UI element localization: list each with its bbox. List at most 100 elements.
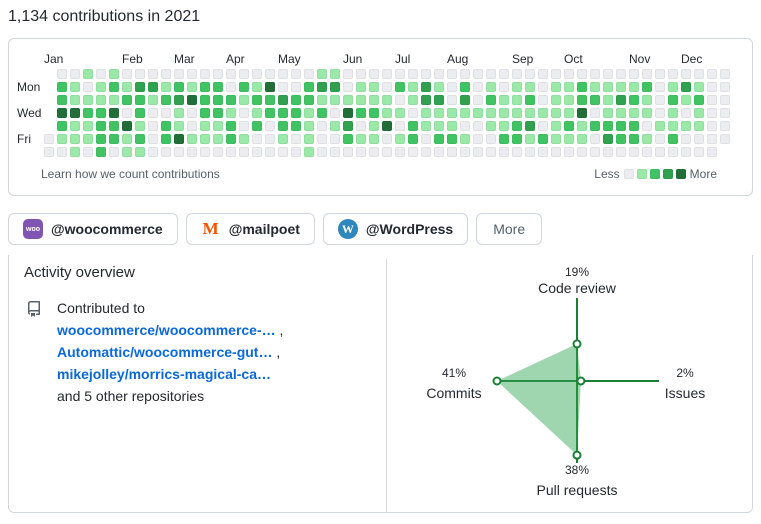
contribution-cell[interactable] (83, 134, 93, 144)
contribution-cell[interactable] (395, 69, 405, 79)
org-filter-wordpress-button[interactable]: W@WordPress (322, 213, 469, 245)
contribution-cell[interactable] (213, 121, 223, 131)
contribution-cell[interactable] (200, 134, 210, 144)
contribution-cell[interactable] (148, 147, 158, 157)
contribution-cell[interactable] (252, 95, 262, 105)
contribution-cell[interactable] (278, 108, 288, 118)
contribution-cell[interactable] (291, 69, 301, 79)
contribution-cell[interactable] (239, 82, 249, 92)
contribution-cell[interactable] (356, 108, 366, 118)
contribution-cell[interactable] (460, 95, 470, 105)
contribution-cell[interactable] (551, 82, 561, 92)
contribution-cell[interactable] (213, 134, 223, 144)
contribution-cell[interactable] (200, 147, 210, 157)
contribution-cell[interactable] (681, 108, 691, 118)
contribution-cell[interactable] (291, 134, 301, 144)
contribution-cell[interactable] (343, 69, 353, 79)
contribution-cell[interactable] (616, 82, 626, 92)
contribution-cell[interactable] (629, 82, 639, 92)
radar-dot-code-review[interactable] (572, 339, 582, 349)
contribution-cell[interactable] (57, 69, 67, 79)
contribution-cell[interactable] (304, 121, 314, 131)
contribution-cell[interactable] (44, 134, 54, 144)
contribution-cell[interactable] (642, 108, 652, 118)
contribution-cell[interactable] (707, 108, 717, 118)
contribution-cell[interactable] (343, 95, 353, 105)
contribution-cell[interactable] (681, 69, 691, 79)
contribution-cell[interactable] (382, 108, 392, 118)
contribution-cell[interactable] (668, 69, 678, 79)
contribution-cell[interactable] (629, 108, 639, 118)
contribution-cell[interactable] (187, 69, 197, 79)
contribution-cell[interactable] (330, 147, 340, 157)
contribution-cell[interactable] (577, 147, 587, 157)
contribution-cell[interactable] (109, 69, 119, 79)
contribution-cell[interactable] (70, 134, 80, 144)
contribution-cell[interactable] (655, 134, 665, 144)
contribution-cell[interactable] (213, 95, 223, 105)
contribution-cell[interactable] (122, 147, 132, 157)
contribution-cell[interactable] (538, 95, 548, 105)
contribution-cell[interactable] (603, 82, 613, 92)
contribution-cell[interactable] (590, 121, 600, 131)
contribution-cell[interactable] (304, 134, 314, 144)
contribution-cell[interactable] (70, 69, 80, 79)
contribution-cell[interactable] (226, 121, 236, 131)
contribution-cell[interactable] (226, 69, 236, 79)
contribution-cell[interactable] (707, 82, 717, 92)
contribution-cell[interactable] (395, 108, 405, 118)
contribution-cell[interactable] (239, 147, 249, 157)
contribution-cell[interactable] (70, 82, 80, 92)
contribution-cell[interactable] (57, 121, 67, 131)
contribution-cell[interactable] (96, 134, 106, 144)
contribution-cell[interactable] (317, 108, 327, 118)
contribution-cell[interactable] (499, 69, 509, 79)
contribution-cell[interactable] (109, 95, 119, 105)
contribution-cell[interactable] (174, 108, 184, 118)
contribution-cell[interactable] (96, 82, 106, 92)
contribution-cell[interactable] (538, 82, 548, 92)
contribution-cell[interactable] (577, 95, 587, 105)
contribution-cell[interactable] (83, 121, 93, 131)
contribution-cell[interactable] (135, 69, 145, 79)
contribution-cell[interactable] (395, 95, 405, 105)
contribution-cell[interactable] (330, 134, 340, 144)
contribution-cell[interactable] (148, 108, 158, 118)
contribution-cell[interactable] (486, 69, 496, 79)
contribution-cell[interactable] (135, 108, 145, 118)
contribution-cell[interactable] (603, 108, 613, 118)
contribution-cell[interactable] (668, 82, 678, 92)
contribution-cell[interactable] (239, 134, 249, 144)
contribution-cell[interactable] (356, 147, 366, 157)
contribution-cell[interactable] (356, 69, 366, 79)
contribution-cell[interactable] (317, 82, 327, 92)
contribution-cell[interactable] (707, 147, 717, 157)
contribution-cell[interactable] (564, 134, 574, 144)
contribution-cell[interactable] (174, 69, 184, 79)
contribution-cell[interactable] (239, 108, 249, 118)
contribution-cell[interactable] (590, 147, 600, 157)
contribution-cell[interactable] (174, 121, 184, 131)
contribution-cell[interactable] (525, 82, 535, 92)
contribution-cell[interactable] (395, 134, 405, 144)
repo-link[interactable]: mikejolley/morrics-magical-ca… (57, 366, 271, 382)
contribution-cell[interactable] (512, 95, 522, 105)
contribution-cell[interactable] (694, 108, 704, 118)
contribution-cell[interactable] (616, 134, 626, 144)
contribution-cell[interactable] (707, 134, 717, 144)
contribution-cell[interactable] (603, 134, 613, 144)
contribution-cell[interactable] (96, 121, 106, 131)
contribution-cell[interactable] (265, 121, 275, 131)
contribution-cell[interactable] (421, 69, 431, 79)
contribution-cell[interactable] (148, 134, 158, 144)
radar-dot-pull-requests[interactable] (572, 450, 582, 460)
contribution-cell[interactable] (616, 108, 626, 118)
contribution-cell[interactable] (512, 82, 522, 92)
contribution-cell[interactable] (369, 95, 379, 105)
contribution-cell[interactable] (668, 95, 678, 105)
contribution-cell[interactable] (122, 69, 132, 79)
contribution-cell[interactable] (369, 108, 379, 118)
contribution-cell[interactable] (421, 134, 431, 144)
contribution-cell[interactable] (213, 82, 223, 92)
contribution-cell[interactable] (122, 82, 132, 92)
